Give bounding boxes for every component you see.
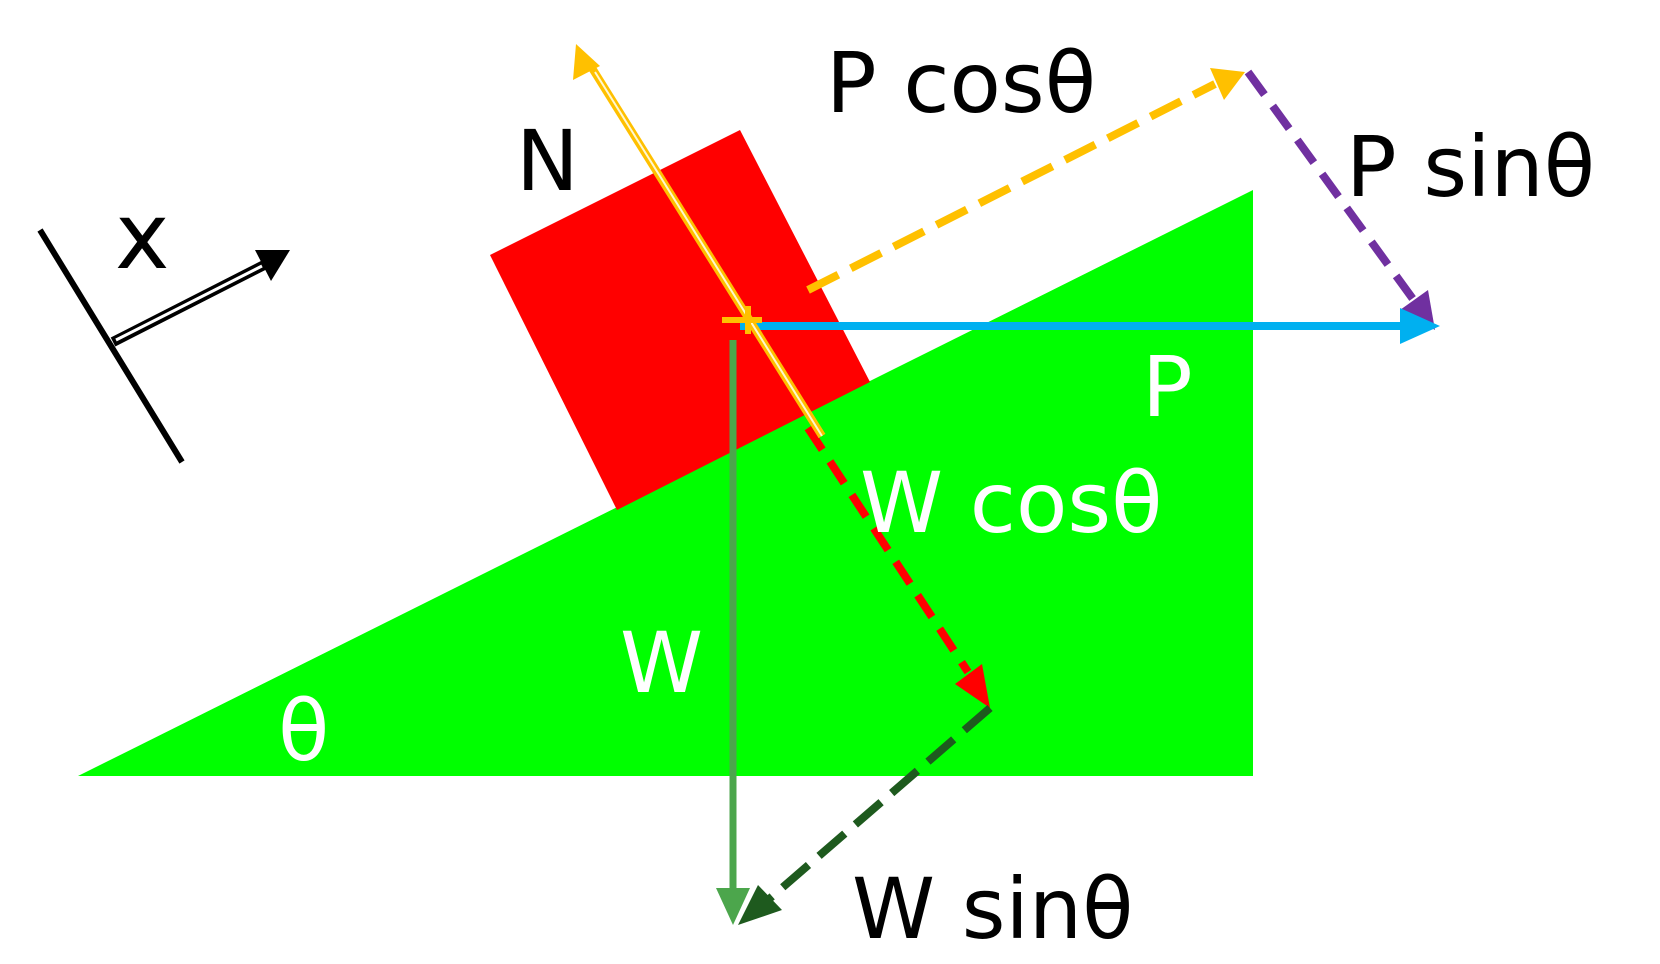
w-sin-label: W sinθ <box>852 860 1134 958</box>
p-cos-arrow <box>806 68 1245 294</box>
weight-label: W <box>620 614 703 712</box>
w-cos-arrow-head <box>955 664 990 708</box>
p-cos-arrow-head <box>1210 68 1245 100</box>
normal-force-label: N <box>516 112 579 210</box>
p-sin-label: P sinθ <box>1346 118 1595 216</box>
normal-force-arrow-head <box>573 44 600 80</box>
w-sin-arrow <box>738 704 993 925</box>
weight-arrow-head <box>716 888 750 925</box>
applied-force-arrow-head <box>1400 308 1440 344</box>
w-cos-shaft <box>804 425 972 675</box>
w-cos-arrow <box>804 425 990 708</box>
angle-theta-label: θ <box>278 682 329 780</box>
weight-arrow <box>716 340 750 925</box>
axis-label: x <box>115 183 169 290</box>
w-sin-arrow-head <box>738 885 782 925</box>
block <box>490 130 870 510</box>
normal-force-arrow <box>573 44 826 439</box>
w-cos-label: W cosθ <box>860 454 1163 552</box>
p-cos-shaft <box>806 80 1217 294</box>
applied-force-arrow <box>740 308 1440 344</box>
axis-indicator <box>37 228 290 464</box>
p-sin-shaft <box>1244 69 1422 309</box>
w-sin-shaft <box>765 704 993 904</box>
axis-shaft-inner <box>115 264 263 342</box>
axis-arrow-head <box>255 250 290 281</box>
axis-baseline <box>37 228 185 464</box>
normal-force-shaft-inner <box>594 71 823 437</box>
applied-force-label: P <box>1142 338 1193 436</box>
p-cos-label: P cosθ <box>826 34 1096 132</box>
